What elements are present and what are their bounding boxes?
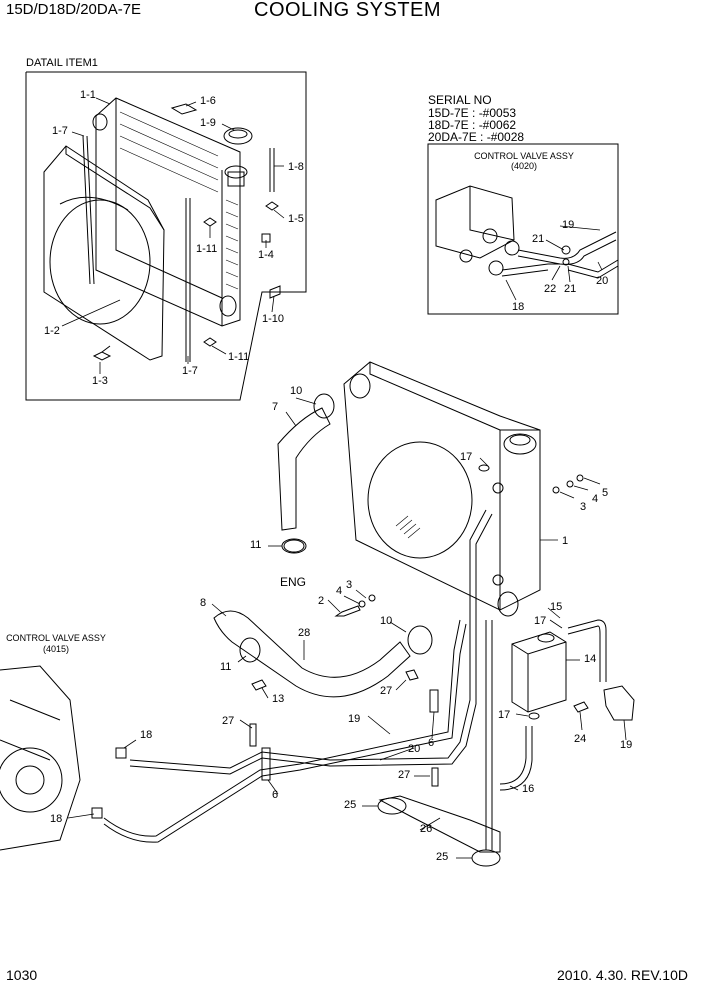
inset-frame [428,144,618,314]
callout-4: 4 [336,585,343,597]
callout-1-6: 1-6 [200,95,216,107]
callout-1-11: 1-11 [228,351,250,363]
date-revision: 2010. 4.30. REV.10D [556,967,688,983]
leader-lines [62,98,626,858]
callout-7: 7 [272,401,279,413]
detail-label: DATAIL ITEM1 [26,57,98,69]
callout-19: 19 [562,219,575,231]
callout-3: 3 [346,579,353,591]
callout-10: 10 [380,615,393,627]
fasteners [250,465,588,786]
callout-1-11: 1-11 [196,243,218,255]
callout-18: 18 [50,813,63,825]
callout-20: 20 [596,275,609,287]
callout-27: 27 [222,715,235,727]
callout-20: 20 [408,743,421,755]
callout-3: 3 [580,501,587,513]
callout-1-7: 1-7 [182,365,198,377]
callout-1-8: 1-8 [288,161,304,173]
callout-1-3: 1-3 [92,375,108,387]
callout-15: 15 [550,601,563,613]
callout-1-1: 1-1 [80,89,96,101]
left-assy-code: (4015) [42,644,69,654]
callout-10: 10 [290,385,303,397]
callout-1-4: 1-4 [258,249,274,261]
callout-1-9: 1-9 [200,117,216,129]
main-radiator [344,362,540,616]
callout-27: 27 [398,769,411,781]
callout-25: 25 [344,799,357,811]
model-code: 15D/D18D/20DA-7E [6,1,142,18]
page-title: COOLING SYSTEM [254,0,442,21]
serial-line: 20DA-7E : -#0028 [428,130,525,144]
callout-14: 14 [584,653,597,665]
callout-1-2: 1-2 [44,325,60,337]
callout-26: 26 [420,823,433,835]
callout-1-10: 1-10 [262,313,285,325]
serial-line: 18D-7E : -#0062 [428,118,517,132]
reservoir-tank [512,632,634,720]
callout-17: 17 [498,709,511,721]
callout-11: 11 [250,539,262,551]
callout-18: 18 [140,729,153,741]
callout-11: 11 [220,661,232,673]
callout-5: 5 [602,487,609,499]
callout-25: 25 [436,851,449,863]
left-assy-title: CONTROL VALVE ASSY [6,633,106,643]
callout-13: 13 [272,693,285,705]
inset-code: (4020) [510,161,537,171]
callout-6: 6 [272,789,279,801]
callout-1: 1 [562,535,569,547]
callout-1-7: 1-7 [52,125,68,137]
lower-hose-8 [214,611,432,697]
callout-22: 22 [544,283,557,295]
callout-18: 18 [512,301,525,313]
detail-radiator-assembly [44,98,280,362]
callout-16: 16 [522,783,535,795]
callout-21: 21 [532,233,545,245]
callout-4: 4 [592,493,599,505]
upper-hose-7 [278,394,334,553]
callout-17: 17 [534,615,547,627]
left-valve-assembly [0,666,80,850]
callout-8: 8 [200,597,207,609]
callout-27: 27 [380,685,393,697]
oil-lines [92,510,492,842]
callout-24: 24 [574,733,587,745]
page-number: 1030 [6,967,38,983]
callout-19: 19 [620,739,633,751]
detail-item1-frame [26,72,306,400]
callout-2: 2 [318,595,325,607]
serial-heading: SERIAL NO [428,93,492,107]
callout-28: 28 [298,627,311,639]
callout-1-5: 1-5 [288,213,304,225]
inset-title: CONTROL VALVE ASSY [474,151,574,161]
inset-valve-drawing [436,186,618,278]
callout-17: 17 [460,451,473,463]
callout-19: 19 [348,713,361,725]
callout-6: 6 [428,737,435,749]
eng-label: ENG [280,575,307,589]
serial-line: 15D-7E : -#0053 [428,106,517,120]
callout-21: 21 [564,283,577,295]
overflow-tubes [500,620,606,790]
